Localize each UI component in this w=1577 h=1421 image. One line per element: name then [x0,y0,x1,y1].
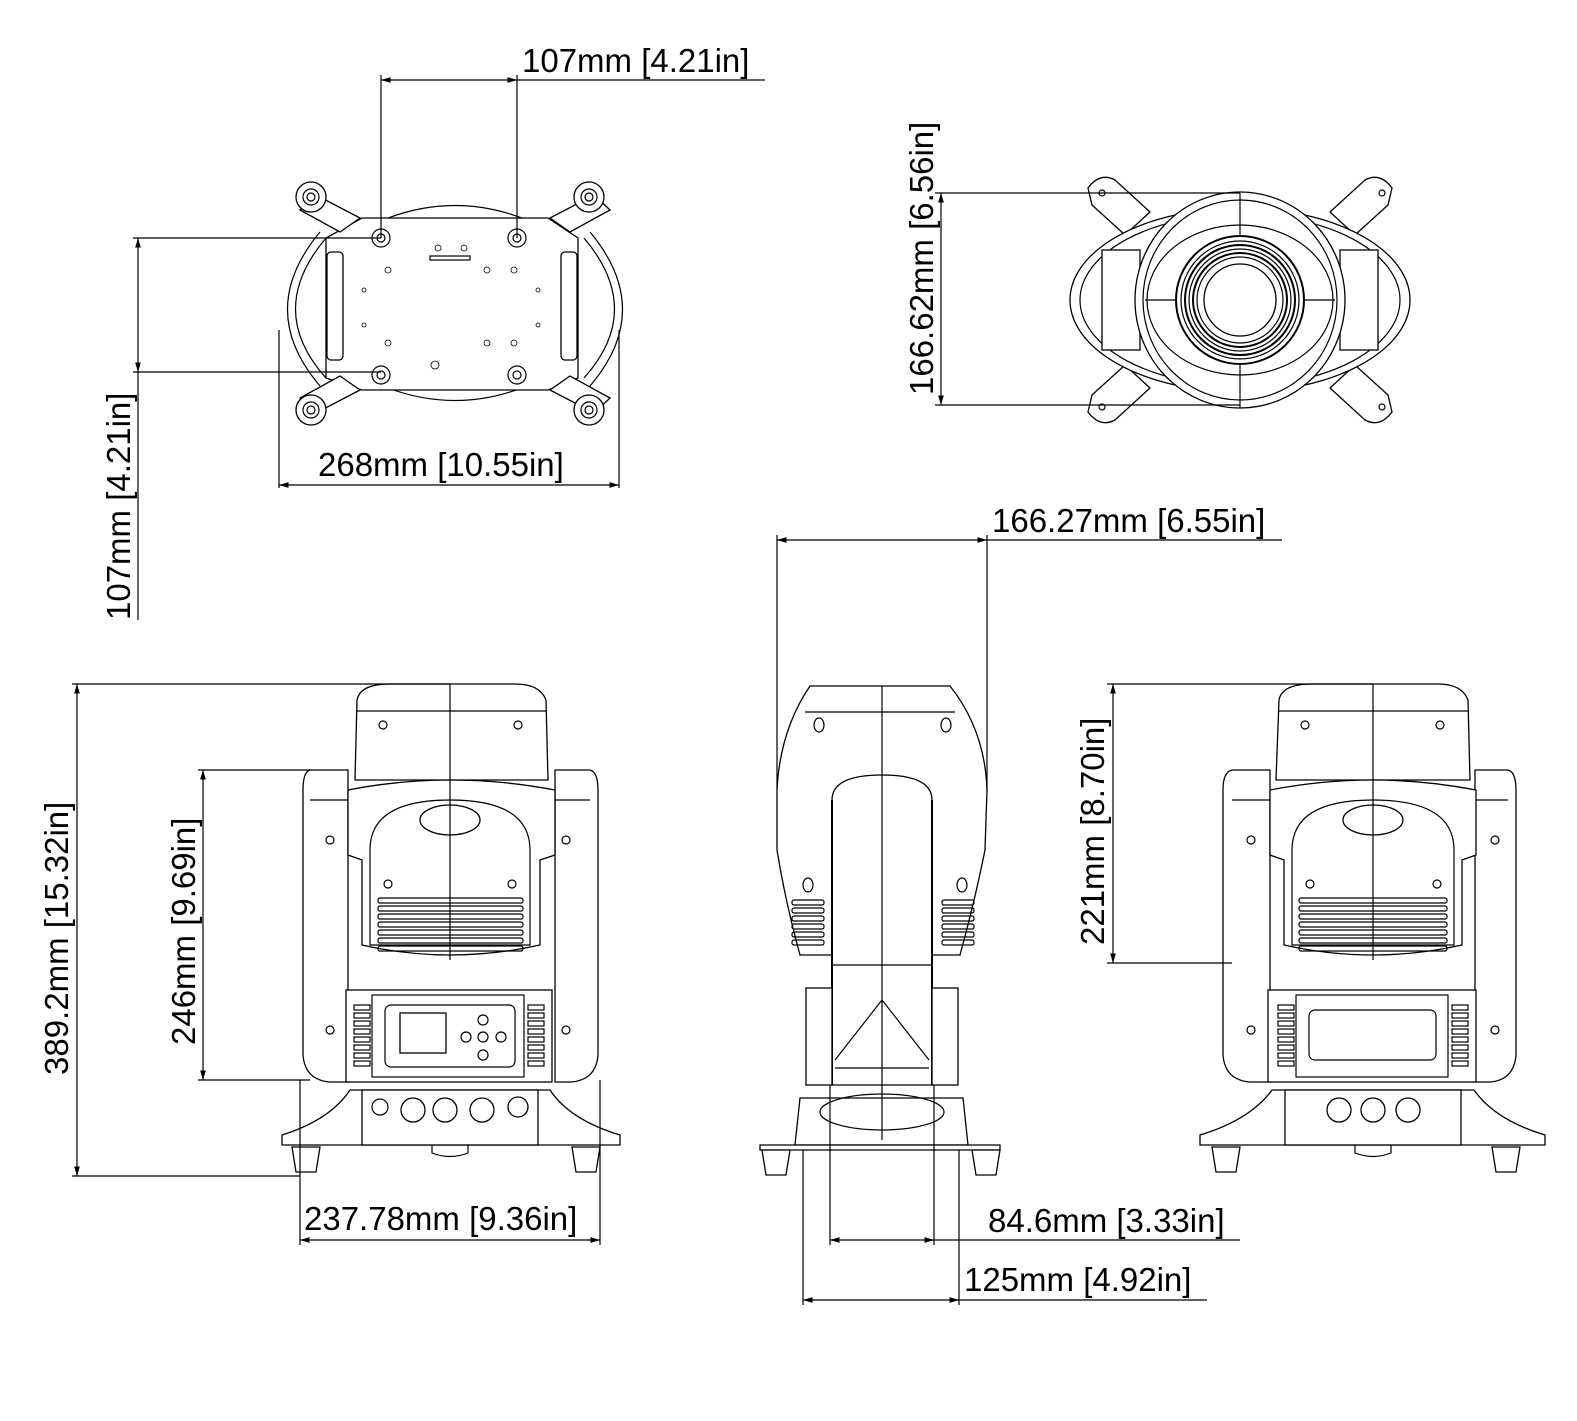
dim-head-depth: 166.27mm [6.55in] [776,502,1282,790]
dim-yoke-arm-width: 84.6mm [3.33in] [829,1085,1240,1245]
dim-overall-height: 389.2mm [15.32in] [38,683,450,1177]
dim-label: 389.2mm [15.32in] [38,802,75,1075]
dim-label: 221mm [8.70in] [1074,718,1111,945]
dmx-connector-icon [1360,1097,1386,1123]
side-vents-left [1277,1004,1295,1067]
dim-label: 107mm [4.21in] [100,393,137,620]
dim-overall-width: 237.78mm [9.36in] [299,1080,601,1245]
foot-bottom-left [295,375,362,426]
power-in-connector-icon [400,1097,426,1123]
dim-mount-spacing-vertical: 107mm [4.21in] [100,237,381,620]
rear-elevation-view [1199,683,1546,1173]
dim-head-height: 166.62mm [6.56in] [903,122,1240,406]
lcd-display-icon [399,1012,447,1054]
dmx-in-connector-icon [432,1097,458,1123]
dim-label: 237.78mm [9.36in] [304,1200,577,1237]
foot-bottom-right [548,375,612,426]
dim-label: 268mm [10.55in] [318,446,564,483]
dim-base-depth: 125mm [4.92in] [802,1150,1207,1305]
side-vents-right [527,1004,545,1067]
side-vents-right [1451,1004,1469,1067]
dim-label: 107mm [4.21in] [522,42,749,79]
dim-label: 125mm [4.92in] [964,1261,1191,1298]
foot-top-right [548,181,612,233]
dim-base-width: 268mm [10.55in] [278,330,620,488]
dmx-out-connector-icon [469,1097,495,1123]
fuse-holder-icon [507,1096,529,1118]
side-elevation-view [759,685,1001,1176]
dim-label: 166.27mm [6.55in] [992,502,1265,539]
dim-yoke-height: 246mm [9.69in] [165,769,310,1081]
dim-mount-spacing-horizontal: 107mm [4.21in] [380,42,765,238]
front-elevation-view [281,683,621,1173]
dim-label: 246mm [9.69in] [165,818,202,1045]
foot-top-left [295,181,362,233]
dim-label: 166.62mm [6.56in] [903,122,940,395]
front-lens-view [1069,176,1411,424]
power-out-connector-icon [1395,1097,1421,1123]
dmx-connector-icon [1326,1097,1352,1123]
dim-head-to-yoke-height: 221mm [8.70in] [1074,683,1373,964]
side-head-vents [791,899,975,946]
dim-label: 84.6mm [3.33in] [988,1202,1225,1239]
side-vents-left [353,1004,371,1067]
bottom-view [286,181,624,426]
